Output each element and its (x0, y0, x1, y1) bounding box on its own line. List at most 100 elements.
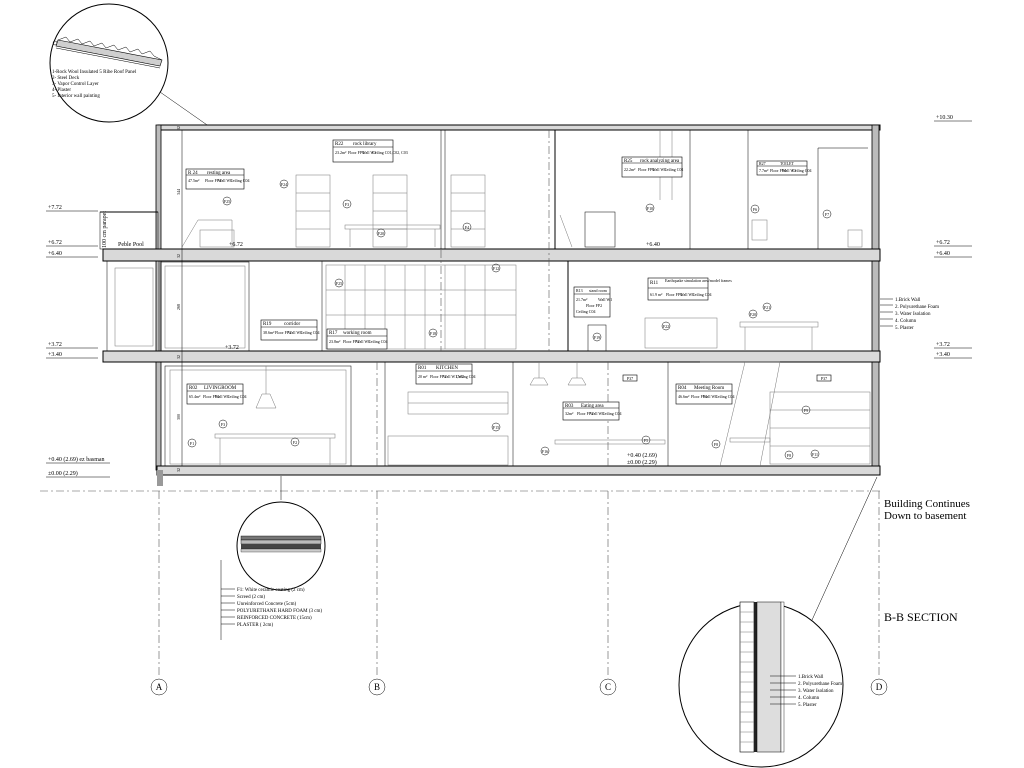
furniture-tag: F1 (187, 438, 197, 448)
svg-text:2. Polyurethane Foam: 2. Polyurethane Foam (798, 682, 842, 687)
note-line-1: Building Continues (884, 498, 970, 510)
level-372-mid: +3.72 (225, 345, 239, 351)
svg-text:corridor: corridor (284, 322, 300, 327)
furniture-tag: F5 (641, 435, 651, 445)
building-shell (99, 124, 881, 486)
svg-text:23.8m²: 23.8m² (329, 339, 341, 344)
svg-text:Wall W1: Wall W1 (362, 150, 376, 155)
svg-text:F3: F3 (221, 422, 225, 427)
svg-text:R17: R17 (329, 331, 338, 336)
svg-text:Ceiling C04: Ceiling C04 (368, 339, 387, 344)
furniture-tag: F8 (784, 450, 794, 460)
furniture-tag: F6 (750, 204, 760, 214)
roof-layer-2: 2- Steel Deck (52, 76, 80, 81)
svg-text:3. Water Isolation: 3. Water Isolation (798, 689, 834, 694)
svg-text:resting area: resting area (207, 171, 231, 176)
svg-text:Ceiling C04: Ceiling C04 (792, 168, 811, 173)
svg-text:Wall W1: Wall W1 (590, 411, 604, 416)
svg-text:Floor FP1: Floor FP1 (577, 411, 593, 416)
svg-text:F11: F11 (812, 452, 818, 457)
level-340-left: +3.40 (48, 352, 62, 358)
dim-344: 344 (176, 189, 181, 195)
furniture-tag: F20 (376, 228, 386, 238)
level-markers: +10.30 +7.72 +6.72 +6.40 +6.72 +6.40 +6.… (46, 115, 972, 478)
svg-text:32m²: 32m² (565, 411, 574, 416)
svg-text:Floor FP4: Floor FP4 (770, 168, 786, 173)
svg-text:P37: P37 (627, 376, 633, 381)
svg-text:F8: F8 (714, 442, 718, 447)
room-tag: R25 rock analyzing area 22.2m² Floor FP4… (621, 156, 683, 178)
wall-legend: 1.Brick Wall 2. Polyurethane Foam 3. Wat… (880, 298, 939, 331)
furniture-tag: F19 (592, 332, 602, 342)
room-tag: R04 Meeting Room 46.6m² Floor FP1 Wall W… (675, 383, 734, 405)
pool-label: Peble Pool (118, 242, 144, 248)
axis-label-d: D (876, 682, 883, 692)
svg-text:R19: R19 (263, 322, 272, 327)
level-000-left: ±0.00 (2.29) (48, 470, 78, 477)
room-tag: R22 rock library 23.2m² Floor FP4 Wall W… (332, 139, 408, 163)
svg-text:F2: F2 (293, 440, 297, 445)
partitions (160, 130, 868, 467)
level-672-mid2: +6.40 (646, 242, 660, 248)
svg-text:4. Column: 4. Column (798, 696, 820, 701)
svg-text:Ceiling C04: Ceiling C04 (456, 374, 475, 379)
svg-text:F1: F1 (190, 441, 194, 446)
svg-text:R22: R22 (335, 142, 344, 147)
wall-detail-callout: 1.Brick Wall 2. Polyurethane Foam 3. Wat… (678, 476, 878, 768)
axis-bubble-a (150, 678, 168, 696)
furniture-tag: F12 (491, 263, 501, 273)
svg-text:Floor FP1: Floor FP1 (430, 374, 446, 379)
level-372-left: +3.72 (48, 342, 62, 348)
svg-text:1.Brick Wall: 1.Brick Wall (798, 675, 824, 680)
room-tags: R 24 resting area 47.5m² Floor FP4 Wall … (185, 139, 811, 421)
svg-text:Wall W1: Wall W1 (703, 394, 717, 399)
dim-32c: 32 (176, 468, 181, 472)
svg-text:Ceiling C04: Ceiling C04 (300, 330, 319, 335)
svg-text:7.7m²: 7.7m² (759, 168, 769, 173)
svg-text:R 24: R 24 (188, 171, 198, 176)
furniture-tag: F10 (645, 203, 655, 213)
axis-label-a: A (156, 682, 163, 692)
svg-text:5. Plaster: 5. Plaster (895, 326, 914, 331)
svg-text:Floor FP1: Floor FP1 (343, 339, 359, 344)
svg-text:3. Water Isolation: 3. Water Isolation (895, 312, 931, 317)
roof-layer-3: 3- Vapor Control Layer (52, 82, 99, 87)
svg-text:Wall W1: Wall W1 (680, 292, 694, 297)
svg-text:Wall W1: Wall W1 (356, 339, 370, 344)
furniture-tag: F9 (801, 405, 811, 415)
svg-text:F24: F24 (281, 182, 287, 187)
svg-text:F21: F21 (764, 305, 770, 310)
svg-text:F16: F16 (542, 449, 548, 454)
parapet-label: 100 cm parapet (102, 211, 108, 248)
furniture-tag: F22 (661, 321, 671, 331)
level-top: +10.30 (936, 115, 953, 121)
svg-text:POLYURETHANE HARD FOAM (3 cm): POLYURETHANE HARD FOAM (3 cm) (237, 609, 322, 614)
svg-text:F7: F7 (825, 212, 829, 217)
dim-32a: 32 (176, 254, 181, 258)
axis-bubble-b (368, 678, 386, 696)
svg-text:Floor FP4: Floor FP4 (666, 292, 682, 297)
svg-text:F5: F5 (644, 438, 648, 443)
svg-text:Floor FP1: Floor FP1 (203, 394, 219, 399)
furniture (181, 130, 871, 467)
svg-text:21.7m²: 21.7m² (576, 297, 588, 302)
svg-text:Wall W1: Wall W1 (218, 178, 232, 183)
svg-text:R04: R04 (678, 386, 687, 391)
furniture-tag: F2 (290, 437, 300, 447)
axis-bubble-c (599, 678, 617, 696)
furniture-tag: F15 (491, 422, 501, 432)
furniture-tag: F24 (279, 179, 289, 189)
level-340-right: +3.40 (936, 352, 950, 358)
svg-text:F10: F10 (647, 206, 653, 211)
svg-text:65.4m²: 65.4m² (189, 394, 201, 399)
room-tag: R11 Earthquake simulation area/model fra… (647, 277, 732, 301)
svg-text:1.Brick Wall: 1.Brick Wall (895, 298, 921, 303)
svg-text:Ceiling C04: Ceiling C04 (576, 309, 595, 314)
svg-text:22.2m²: 22.2m² (624, 167, 636, 172)
furniture-tag: P37 (816, 374, 832, 382)
svg-text:R25: R25 (624, 159, 633, 164)
dimensions: 344 32 268 32 300 32 32 (176, 126, 183, 472)
svg-text:61.9 m²: 61.9 m² (650, 292, 663, 297)
svg-text:R03: R03 (565, 404, 574, 409)
svg-text:TOILET: TOILET (780, 161, 794, 166)
